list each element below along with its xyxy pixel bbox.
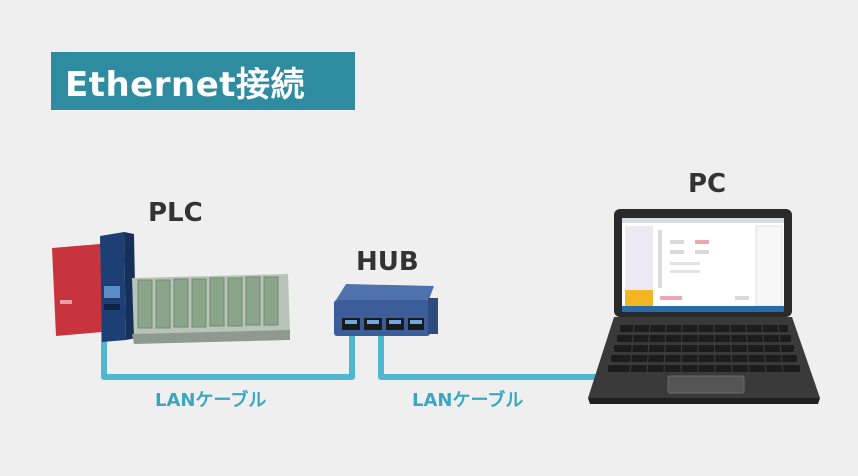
page-title: Ethernet接続 [51, 52, 355, 110]
hub-device [334, 284, 438, 336]
pc-label: PC [688, 169, 727, 199]
plc-label: PLC [148, 198, 203, 228]
lan-cable-right-label: LANケーブル [412, 390, 524, 411]
laptop-pc [588, 209, 820, 404]
hub-label: HUB [356, 247, 419, 277]
plc-device [52, 232, 290, 344]
lan-cable-right [378, 322, 606, 380]
lan-cable-left-label: LANケーブル [155, 390, 267, 411]
